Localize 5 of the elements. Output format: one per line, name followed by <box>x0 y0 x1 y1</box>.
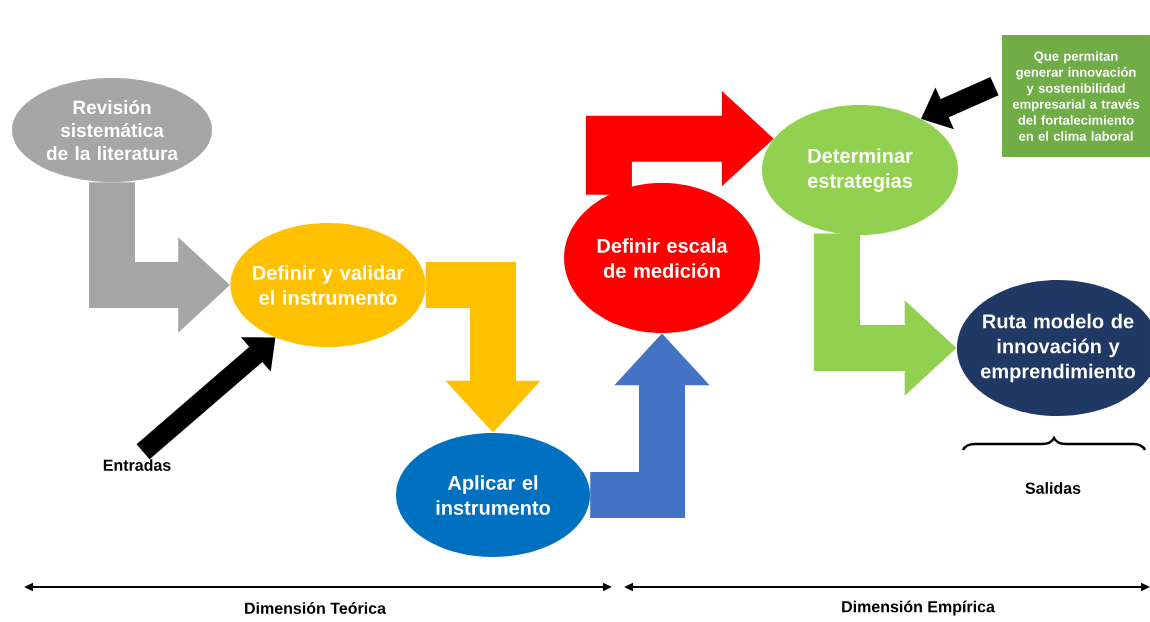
dimension-label: Dimensión Teórica <box>245 602 387 614</box>
output-label: Salidas <box>1025 482 1081 494</box>
dimension-label: Dimensión Empírica <box>842 600 995 616</box>
input-label: Entradas <box>103 459 171 471</box>
note-box: Que permitan generar innovación y sostenibilidad empresarial a través del fortalecimiento en el clima laboral <box>1002 35 1150 157</box>
